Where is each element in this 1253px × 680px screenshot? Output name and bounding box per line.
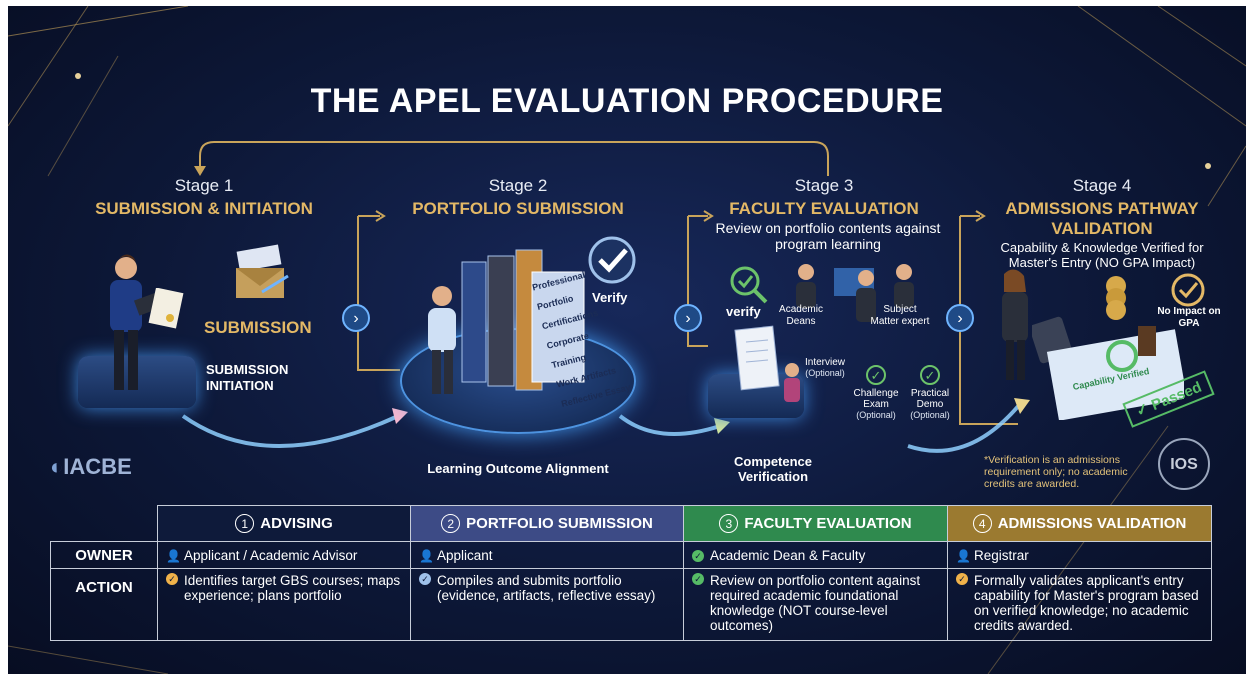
table-row-action: ACTION ✓Identifies target GBS courses; m…	[50, 568, 1212, 641]
stage-3-name: FACULTY EVALUATION	[729, 199, 919, 218]
stage-3-description: Review on portfolio contents against pro…	[715, 220, 941, 252]
registrar-person-icon	[1002, 269, 1028, 380]
background-lines	[8, 6, 1246, 674]
envelope-icon	[236, 244, 289, 298]
iacbe-logo: ◐IACBE	[50, 454, 132, 479]
stage-3-verify: verify	[726, 304, 761, 319]
owner-advising: 👤Applicant / Academic Advisor	[157, 541, 411, 569]
infographic-canvas: THE APEL EVALUATION PROCEDURE Stage 1 SU…	[8, 6, 1246, 674]
sme-label: Subject Matter expert	[870, 304, 930, 327]
stage-1-name: SUBMISSION & INITIATION	[95, 199, 313, 218]
validation-desk-icon	[1032, 276, 1184, 420]
stage-3-number: Stage 3	[794, 176, 854, 195]
ios-seal: IOS	[1158, 438, 1210, 490]
table-corner	[51, 506, 158, 542]
action-faculty: ✓Review on portfolio content against req…	[683, 568, 948, 641]
interview-label: Interview(Optional)	[804, 357, 845, 379]
binders-icon	[461, 249, 585, 391]
owner-row-label: OWNER	[50, 541, 158, 569]
challenge-exam-label: Challenge Exam(Optional)	[853, 388, 899, 420]
chevron-right-icon-3: ›	[946, 304, 974, 332]
challenge-check-icon: ✓	[866, 365, 886, 385]
deans-group-icon	[796, 264, 914, 322]
stage-4-description: Capability & Knowledge Verified for Mast…	[1000, 240, 1204, 270]
practical-demo-label: Practical Demo(Optional)	[910, 388, 950, 420]
stage-4-name: ADMISSIONS PATHWAY VALIDATION	[1005, 199, 1199, 238]
chevron-right-icon-1: ›	[342, 304, 370, 332]
magnifier-icon	[730, 266, 768, 304]
page-title: THE APEL EVALUATION PROCEDURE	[310, 82, 944, 120]
chevron-right-icon-2: ›	[674, 304, 702, 332]
practical-check-icon: ✓	[920, 365, 940, 385]
action-advising: ✓Identifies target GBS courses; maps exp…	[157, 568, 411, 641]
owner-admissions: 👤Registrar	[947, 541, 1212, 569]
verification-note: *Verification is an admissions requireme…	[984, 454, 1128, 490]
stage-3-caption: Competence Verification	[733, 454, 813, 484]
stage-1-number: Stage 1	[174, 176, 234, 195]
stage-1-sublabel: SUBMISSION INITIATION	[206, 362, 289, 393]
owner-faculty: ✓Academic Dean & Faculty	[683, 541, 948, 569]
table-row-owner: OWNER 👤Applicant / Academic Advisor 👤App…	[50, 541, 1212, 569]
document-icon	[148, 288, 184, 329]
no-impact-label: No Impact on GPA	[1157, 306, 1221, 329]
verify-checkmark-icon	[588, 236, 636, 284]
academic-deans-label: Academic Deans	[779, 304, 823, 327]
checklist-icon	[734, 325, 800, 402]
stage-2-verify: Verify	[592, 290, 628, 305]
action-row-label: ACTION	[50, 568, 158, 641]
stage-2-number: Stage 2	[488, 176, 548, 195]
action-portfolio: ✓Compiles and submits portfolio (evidenc…	[410, 568, 684, 641]
applicant-person-icon	[110, 254, 163, 390]
no-impact-check-icon	[1171, 273, 1205, 307]
owner-portfolio: 👤Applicant	[410, 541, 684, 569]
portfolio-person-icon	[428, 286, 456, 394]
action-admissions: ✓Formally validates applicant's entry ca…	[947, 568, 1212, 641]
stage-2-caption: Learning Outcome Alignment	[427, 461, 609, 476]
feedback-arrow	[199, 141, 829, 176]
stage-1-label: SUBMISSION	[204, 318, 312, 337]
stage-4-number: Stage 4	[1072, 176, 1132, 195]
stage-2-name: PORTFOLIO SUBMISSION	[412, 199, 624, 218]
